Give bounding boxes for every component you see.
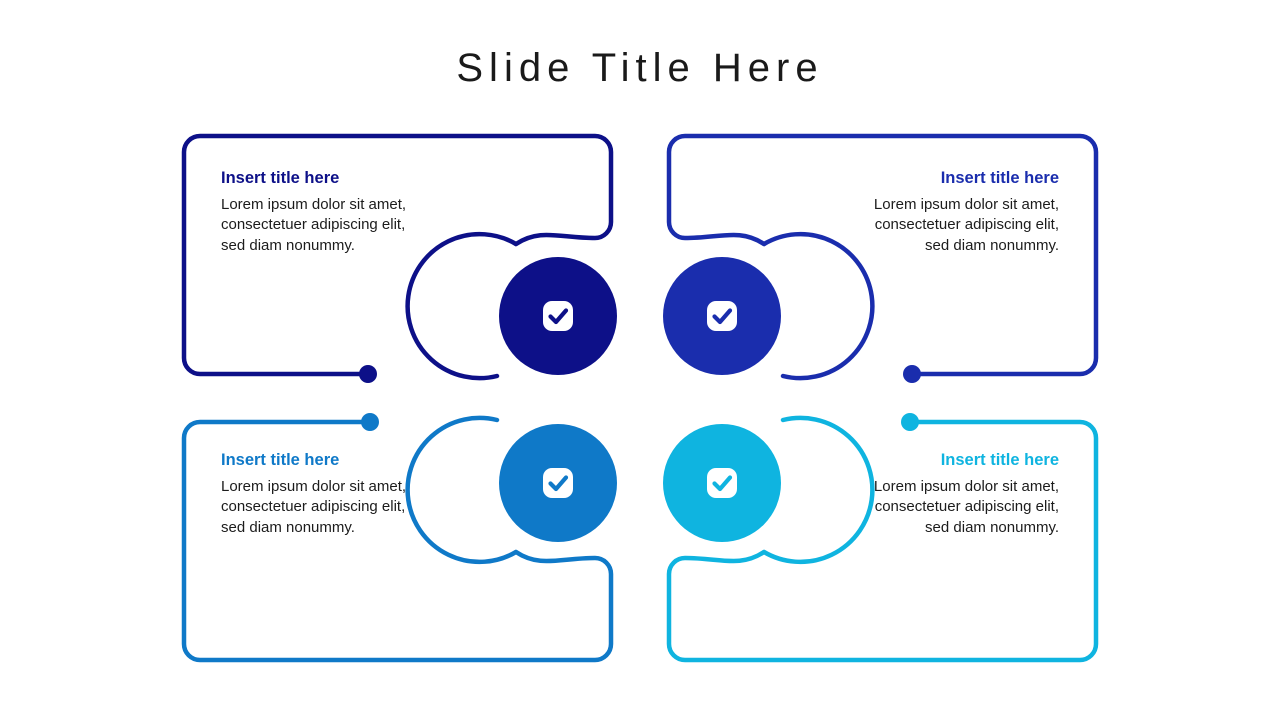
card-body-line: consectetuer adipiscing elit,: [221, 216, 406, 234]
card-body-line: consectetuer adipiscing elit,: [221, 498, 406, 516]
card-outline-top-left: [181, 133, 614, 377]
card-body-line: Lorem ipsum dolor sit amet,: [873, 195, 1059, 213]
text-block-bottom-right: Insert title here Lorem ipsum dolor sit …: [811, 450, 1059, 539]
card-outline-bottom-right: [666, 419, 1099, 663]
check-icon-plate-top-left: [543, 301, 573, 331]
card-outline-top-right: [666, 133, 1099, 377]
check-icon-top-right: [712, 308, 733, 325]
connector-dot-top-left: [359, 365, 377, 383]
text-block-top-right: Insert title here Lorem ipsum dolor sit …: [811, 168, 1059, 257]
card-body-line: Lorem ipsum dolor sit amet,: [221, 195, 407, 213]
card-body-line: sed diam nonummy.: [221, 519, 355, 536]
quadrant-top-left[interactable]: [181, 133, 617, 383]
card-body-line: sed diam nonummy.: [925, 519, 1059, 536]
connector-arc-top-left: [405, 231, 519, 381]
connector-arc-bottom-right: [761, 415, 875, 565]
page-title: Slide Title Here: [456, 46, 824, 90]
check-icon-plate-bottom-right: [707, 468, 737, 498]
check-icon-top-left: [548, 308, 569, 325]
connector-dot-top-right: [903, 365, 921, 383]
card-body-line: Lorem ipsum dolor sit amet,: [221, 477, 407, 495]
card-outline-bottom-left: [181, 419, 614, 663]
check-icon-bottom-left: [548, 475, 569, 492]
quadrant-bottom-left[interactable]: [181, 413, 617, 663]
card-body-top-right: Lorem ipsum dolor sit amet, consectetuer…: [811, 195, 1059, 257]
card-body-line: consectetuer adipiscing elit,: [874, 498, 1059, 516]
check-icon-bottom-right: [712, 475, 733, 492]
connector-arc-top-right: [761, 231, 875, 381]
card-body-line: consectetuer adipiscing elit,: [874, 216, 1059, 234]
card-title-bottom-left: Insert title here: [221, 451, 340, 469]
card-body-top-left: Lorem ipsum dolor sit amet, consectetuer…: [221, 195, 469, 257]
card-body-line: Lorem ipsum dolor sit amet,: [873, 477, 1059, 495]
check-icon-plate-bottom-left: [543, 468, 573, 498]
text-block-top-left: Insert title here Lorem ipsum dolor sit …: [221, 168, 469, 257]
quadrant-bottom-right[interactable]: [663, 413, 1099, 663]
text-block-bottom-left: Insert title here Lorem ipsum dolor sit …: [221, 450, 469, 539]
card-title-top-left: Insert title here: [221, 169, 340, 187]
connector-dot-bottom-left: [361, 413, 379, 431]
connector-arc-bottom-left: [405, 415, 519, 565]
card-title-bottom-right: Insert title here: [940, 451, 1059, 469]
card-body-line: sed diam nonummy.: [925, 237, 1059, 254]
connector-dot-bottom-right: [901, 413, 919, 431]
check-icon-plate-top-right: [707, 301, 737, 331]
card-body-line: sed diam nonummy.: [221, 237, 355, 254]
card-body-bottom-left: Lorem ipsum dolor sit amet, consectetuer…: [221, 477, 469, 539]
card-body-bottom-right: Lorem ipsum dolor sit amet, consectetuer…: [811, 477, 1059, 539]
card-title-top-right: Insert title here: [940, 169, 1059, 187]
quadrant-top-right[interactable]: [663, 133, 1099, 383]
